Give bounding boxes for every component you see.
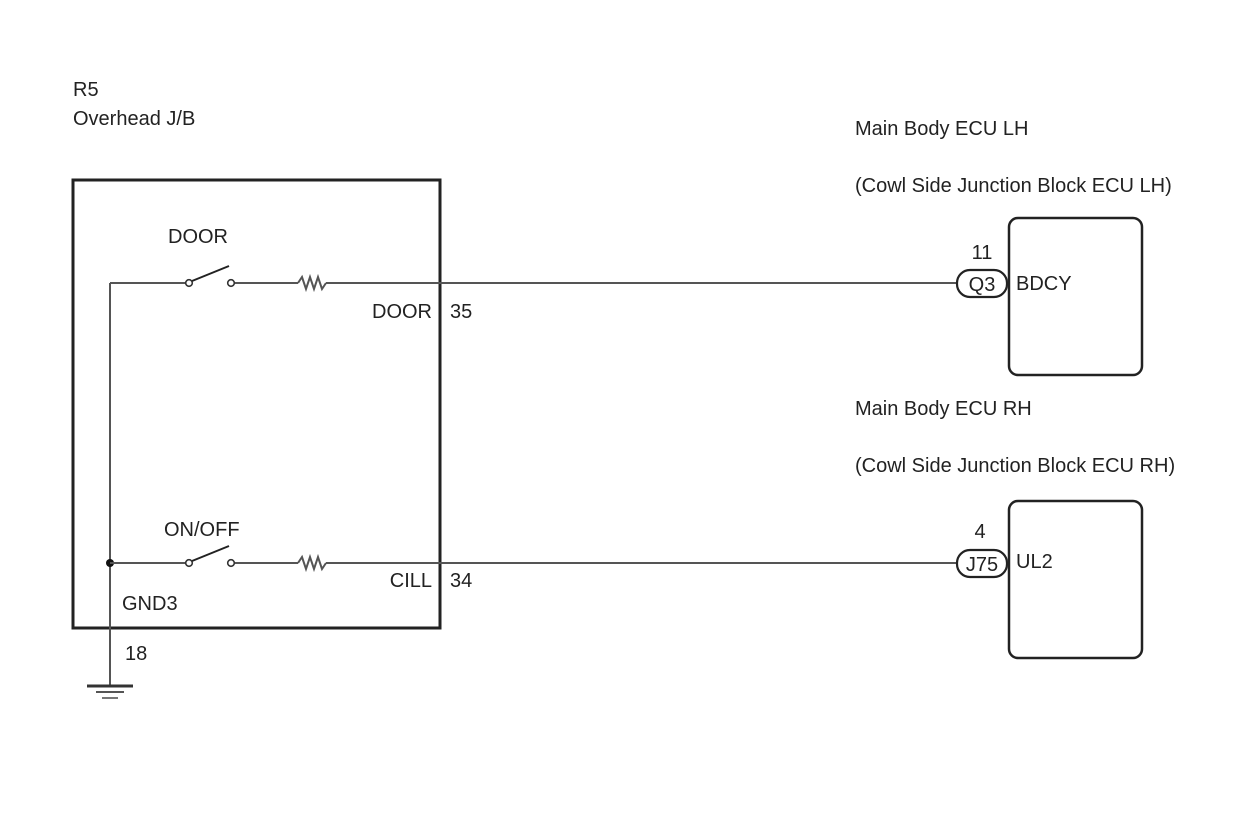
cill-terminal-pin: 34 <box>450 570 472 592</box>
ecu-rh-terminal: UL2 <box>1016 551 1053 573</box>
ecu-lh-box <box>1007 216 1144 377</box>
ecu-rh-connector-code: J75 <box>966 554 998 576</box>
ecu-lh-subtitle: (Cowl Side Junction Block ECU LH) <box>855 175 1172 197</box>
ecu-lh-connector-code: Q3 <box>969 274 996 296</box>
switch-contact-icon <box>226 278 236 288</box>
ground-terminal-pin: 18 <box>125 643 147 665</box>
door-terminal-name: DOOR <box>372 301 432 323</box>
switch-contact-icon <box>184 558 194 568</box>
switch-contact-icon <box>226 558 236 568</box>
ecu-rh-subtitle: (Cowl Side Junction Block ECU RH) <box>855 455 1175 477</box>
ecu-rh-pin: 4 <box>974 521 985 543</box>
door-terminal-pin: 35 <box>450 301 472 323</box>
ecu-rh-box <box>1007 499 1144 660</box>
ecu-lh-title: Main Body ECU LH <box>855 118 1028 140</box>
ecu-lh-pin: 11 <box>972 242 993 264</box>
switch-contact-icon <box>184 278 194 288</box>
ground-terminal-name: GND3 <box>122 593 178 615</box>
onoff-switch-label: ON/OFF <box>164 519 240 541</box>
onoff-circuit <box>110 545 960 573</box>
cill-terminal-name: CILL <box>390 570 432 592</box>
door-switch-label: DOOR <box>168 226 228 248</box>
ecu-lh-connector <box>955 268 1009 299</box>
ecu-rh-title: Main Body ECU RH <box>855 398 1032 420</box>
ecu-lh-terminal: BDCY <box>1016 273 1072 295</box>
ground-icon <box>87 684 133 699</box>
ecu-rh-connector <box>955 548 1009 579</box>
junction-block-name: Overhead J/B <box>73 108 195 130</box>
junction-block-outline <box>71 178 442 630</box>
junction-block-code: R5 <box>73 79 99 101</box>
door-circuit <box>110 265 960 293</box>
